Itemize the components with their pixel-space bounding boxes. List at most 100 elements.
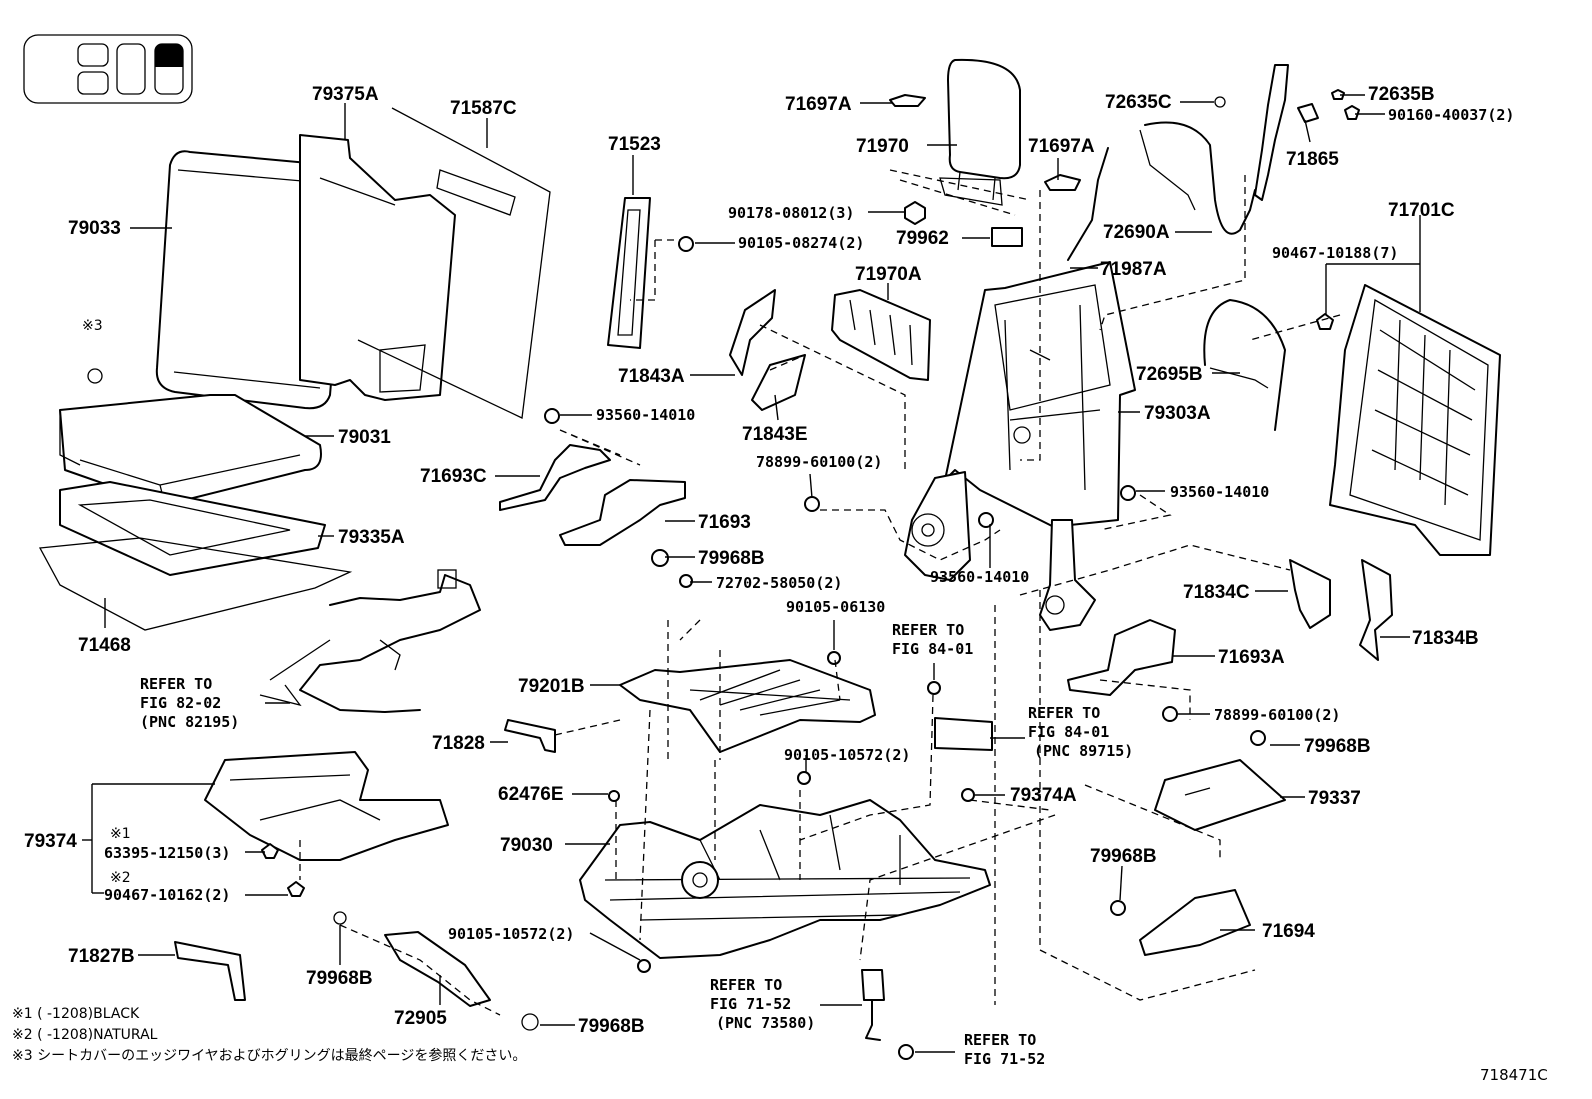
label-71697a-top: 71697A (785, 94, 852, 115)
label-71468: 71468 (78, 635, 131, 656)
footnotes: ※1 ( -1208)BLACK ※2 ( -1208)NATURAL ※3 シ… (12, 1006, 526, 1064)
seat-cushion-sheet-shape (38, 537, 353, 631)
label-71827b: 71827B (68, 946, 135, 967)
seatback-board-shape (357, 107, 551, 419)
refer-to-fig-71-52-b: REFER TO FIG 71-52 (964, 1031, 1045, 1068)
label-79337: 79337 (1308, 788, 1361, 809)
refer-line: FIG 71-52 (710, 995, 791, 1013)
label-71697a-right: 71697A (1028, 136, 1095, 157)
label-79968b-lowleft: 79968B (306, 968, 373, 989)
label-79030: 79030 (500, 835, 553, 856)
label-71834b: 71834B (1412, 628, 1479, 649)
label-71693: 71693 (698, 512, 751, 533)
assembly-dashed-lines (299, 169, 1341, 1016)
side-shield-shape (204, 751, 449, 861)
label-71970: 71970 (856, 136, 909, 157)
refer-to-fig-82-02: REFER TO FIG 82-02 (PNC 82195) (140, 675, 239, 731)
label-71865: 71865 (1286, 149, 1339, 170)
refer-line: REFER TO (710, 976, 782, 994)
clip-icon (1316, 313, 1334, 330)
label-79031: 79031 (338, 427, 391, 448)
cover-79337-shape (1154, 759, 1286, 831)
seatback-board-71701c-shape (1329, 284, 1501, 556)
label-72635c: 72635C (1105, 92, 1172, 113)
clip-icon (651, 549, 1266, 916)
bracket-71693c-shape (499, 444, 611, 511)
cover-72905-shape (384, 931, 491, 1007)
label-79968b-lowright: 79968B (1090, 846, 1157, 867)
label-90105-10572-low: 90105-10572(2) (448, 925, 574, 943)
label-mark1: ※1 (110, 826, 131, 842)
refer-to-fig-84-01-a: REFER TO FIG 84-01 (892, 621, 973, 658)
seat-locator-icon (23, 34, 193, 104)
recliner-bracket-shape (1039, 519, 1096, 631)
refer-line: REFER TO (964, 1031, 1036, 1049)
refer-line: FIG 82-02 (140, 694, 221, 712)
label-71587c: 71587C (450, 98, 517, 119)
label-90467-10188: 90467-10188(7) (1272, 244, 1398, 262)
ecu-box-shape (934, 717, 993, 751)
refer-line: (PNC 73580) (716, 1014, 815, 1032)
figure-number: 718471C (1480, 1066, 1548, 1084)
hog-ring-icon (87, 368, 103, 384)
label-72702-58050: 72702-58050(2) (716, 574, 842, 592)
cover-71843e-shape (751, 354, 806, 411)
refer-line: REFER TO (892, 621, 964, 639)
seat-track-79030-shape (579, 799, 991, 959)
label-71843a: 71843A (618, 366, 685, 387)
label-93560-14010-top: 93560-14010 (596, 406, 695, 424)
lever-71865-shape (1297, 103, 1319, 123)
refer-line: (PNC 89715) (1034, 742, 1133, 760)
label-79335a: 79335A (338, 527, 405, 548)
clip-icon (1331, 89, 1360, 120)
label-mark2: ※2 (110, 870, 131, 886)
cable-72695b-shape (1203, 299, 1286, 431)
cover-71834c-shape (1289, 559, 1331, 629)
refer-to-fig-84-01-b: REFER TO FIG 84-01 (PNC 89715) (1028, 704, 1133, 760)
label-93560-14010-right: 93560-14010 (1170, 483, 1269, 501)
cable-72690a-shape (1139, 121, 1256, 235)
label-79968b-mid: 79968B (698, 548, 765, 569)
label-63395-12150: 63395-12150(3) (104, 844, 230, 862)
label-71694: 71694 (1262, 921, 1315, 942)
label-72695b: 72695B (1136, 364, 1203, 385)
refer-line: (PNC 82195) (140, 713, 239, 731)
cover-71827b-shape (174, 941, 246, 1001)
refer-line: FIG 84-01 (1028, 723, 1109, 741)
cable-71987a-shape (1067, 147, 1109, 261)
refer-line: FIG 71-52 (964, 1050, 1045, 1068)
label-90467-10162: 90467-10162(2) (104, 886, 230, 904)
label-90105-06130: 90105-06130 (786, 598, 885, 616)
bracket-71693-shape (559, 479, 686, 546)
label-71693a: 71693A (1218, 647, 1285, 668)
label-79201b: 79201B (518, 676, 585, 697)
label-79374: 79374 (24, 831, 77, 852)
label-79033: 79033 (68, 218, 121, 239)
wire-harness-shape (259, 569, 481, 713)
footnote-3: ※3 シートカバーのエッジワイヤおよびホグリングは最終ページを参照ください。 (12, 1047, 526, 1064)
cover-71970a-shape (831, 289, 931, 381)
label-79374a: 79374A (1010, 785, 1077, 806)
refer-line: FIG 84-01 (892, 640, 973, 658)
headrest-shape (939, 58, 1021, 206)
seat-frame-79201b-shape (619, 659, 876, 753)
label-78899-60100-right: 78899-60100(2) (1214, 706, 1340, 724)
recliner-motor-shape (904, 471, 971, 581)
cap-icon (521, 1013, 539, 1031)
nut-icon (904, 201, 926, 225)
label-71701c: 71701C (1388, 200, 1455, 221)
cover-71834b-shape (1359, 559, 1393, 661)
footnote-2: ※2 ( -1208)NATURAL (12, 1027, 158, 1043)
part-labels: 79375A 71587C 79033 ※3 79031 79335A 7146… (24, 84, 1514, 1037)
label-79968b-bottom: 79968B (578, 1016, 645, 1037)
label-79375a: 79375A (312, 84, 379, 105)
bushing-icon (1214, 96, 1226, 108)
leader-lines (82, 94, 1421, 1053)
refer-line: REFER TO (1028, 704, 1100, 722)
cover-71843a-shape (729, 289, 776, 376)
screw-icon (333, 911, 347, 925)
label-90105-08274: 90105-08274(2) (738, 234, 864, 252)
bracket-71693a-shape (1067, 619, 1176, 696)
label-72690a: 72690A (1103, 222, 1170, 243)
